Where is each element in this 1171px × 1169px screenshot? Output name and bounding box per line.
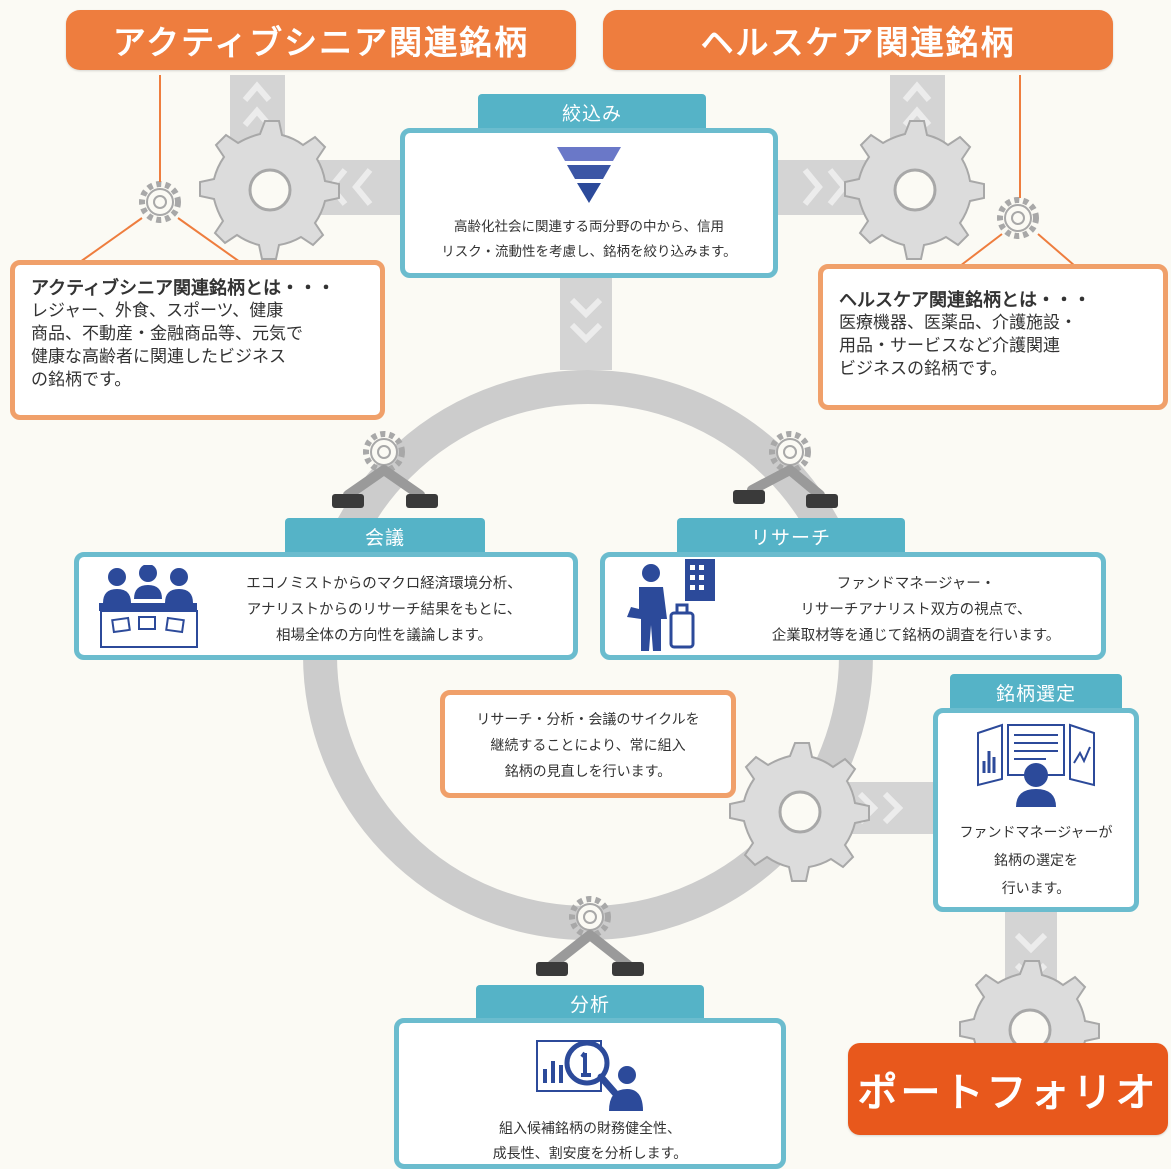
active-senior-header: アクティブシニア関連銘柄 bbox=[66, 10, 576, 70]
meeting-people-icon bbox=[99, 565, 198, 648]
step-sentei-card: ファンドマネージャーが銘柄の選定を行います。 bbox=[933, 708, 1139, 912]
active-senior-definition: アクティブシニア関連銘柄とは・・・ レジャー、外食、スポーツ、健康 商品、不動産… bbox=[10, 260, 385, 420]
magnifier-chart-icon bbox=[536, 1040, 643, 1111]
step-research-text: ファンドマネージャー・リサーチアナリスト双方の視点で、企業取材等を通じて銘柄の調… bbox=[771, 576, 1061, 644]
step-sentei-text: ファンドマネージャーが銘柄の選定を行います。 bbox=[959, 825, 1113, 897]
step-sentei-tab: 銘柄選定 bbox=[950, 674, 1122, 710]
step-shibori-tab: 絞込み bbox=[478, 94, 706, 130]
step-research-tab: リサーチ bbox=[677, 518, 905, 554]
step-bunseki-card: 組入候補銘柄の財務健全性、成長性、割安度を分析します。 bbox=[394, 1018, 786, 1169]
step-bunseki-text: 組入候補銘柄の財務健全性、成長性、割安度を分析します。 bbox=[492, 1121, 688, 1162]
funnel-icon bbox=[557, 147, 621, 203]
cycle-note: リサーチ・分析・会議のサイクルを継続することにより、常に組入銘柄の見直しを行いま… bbox=[440, 690, 736, 798]
center-pipe bbox=[560, 270, 612, 370]
healthcare-definition-heading: ヘルスケア関連銘柄とは・・・ bbox=[839, 290, 1091, 311]
step-research-card: ファンドマネージャー・リサーチアナリスト双方の視点で、企業取材等を通じて銘柄の調… bbox=[600, 552, 1106, 660]
step-shibori-text: 高齢化社会に関連する両分野の中から、信用リスク・流動性を考慮し、銘柄を絞り込みま… bbox=[441, 219, 737, 260]
step-kaigi-card: エコノミストからのマクロ経済環境分析、アナリストからのリサーチ結果をもとに、相場… bbox=[74, 552, 578, 660]
businessman-building-icon bbox=[627, 559, 715, 651]
portfolio-label: ポートフォリオ bbox=[848, 1043, 1168, 1135]
analyst-screens-icon bbox=[977, 723, 1095, 807]
active-senior-definition-heading: アクティブシニア関連銘柄とは・・・ bbox=[31, 278, 336, 299]
step-shibori-card: 高齢化社会に関連する両分野の中から、信用リスク・流動性を考慮し、銘柄を絞り込みま… bbox=[400, 128, 778, 278]
healthcare-header: ヘルスケア関連銘柄 bbox=[603, 10, 1113, 70]
step-bunseki-tab: 分析 bbox=[476, 985, 704, 1021]
step-kaigi-tab: 会議 bbox=[285, 518, 485, 554]
step-kaigi-text: エコノミストからのマクロ経済環境分析、アナリストからのリサーチ結果をもとに、相場… bbox=[246, 576, 522, 644]
healthcare-definition: ヘルスケア関連銘柄とは・・・ 医療機器、医薬品、介護施設・ 用品・サービスなど介… bbox=[818, 264, 1168, 410]
